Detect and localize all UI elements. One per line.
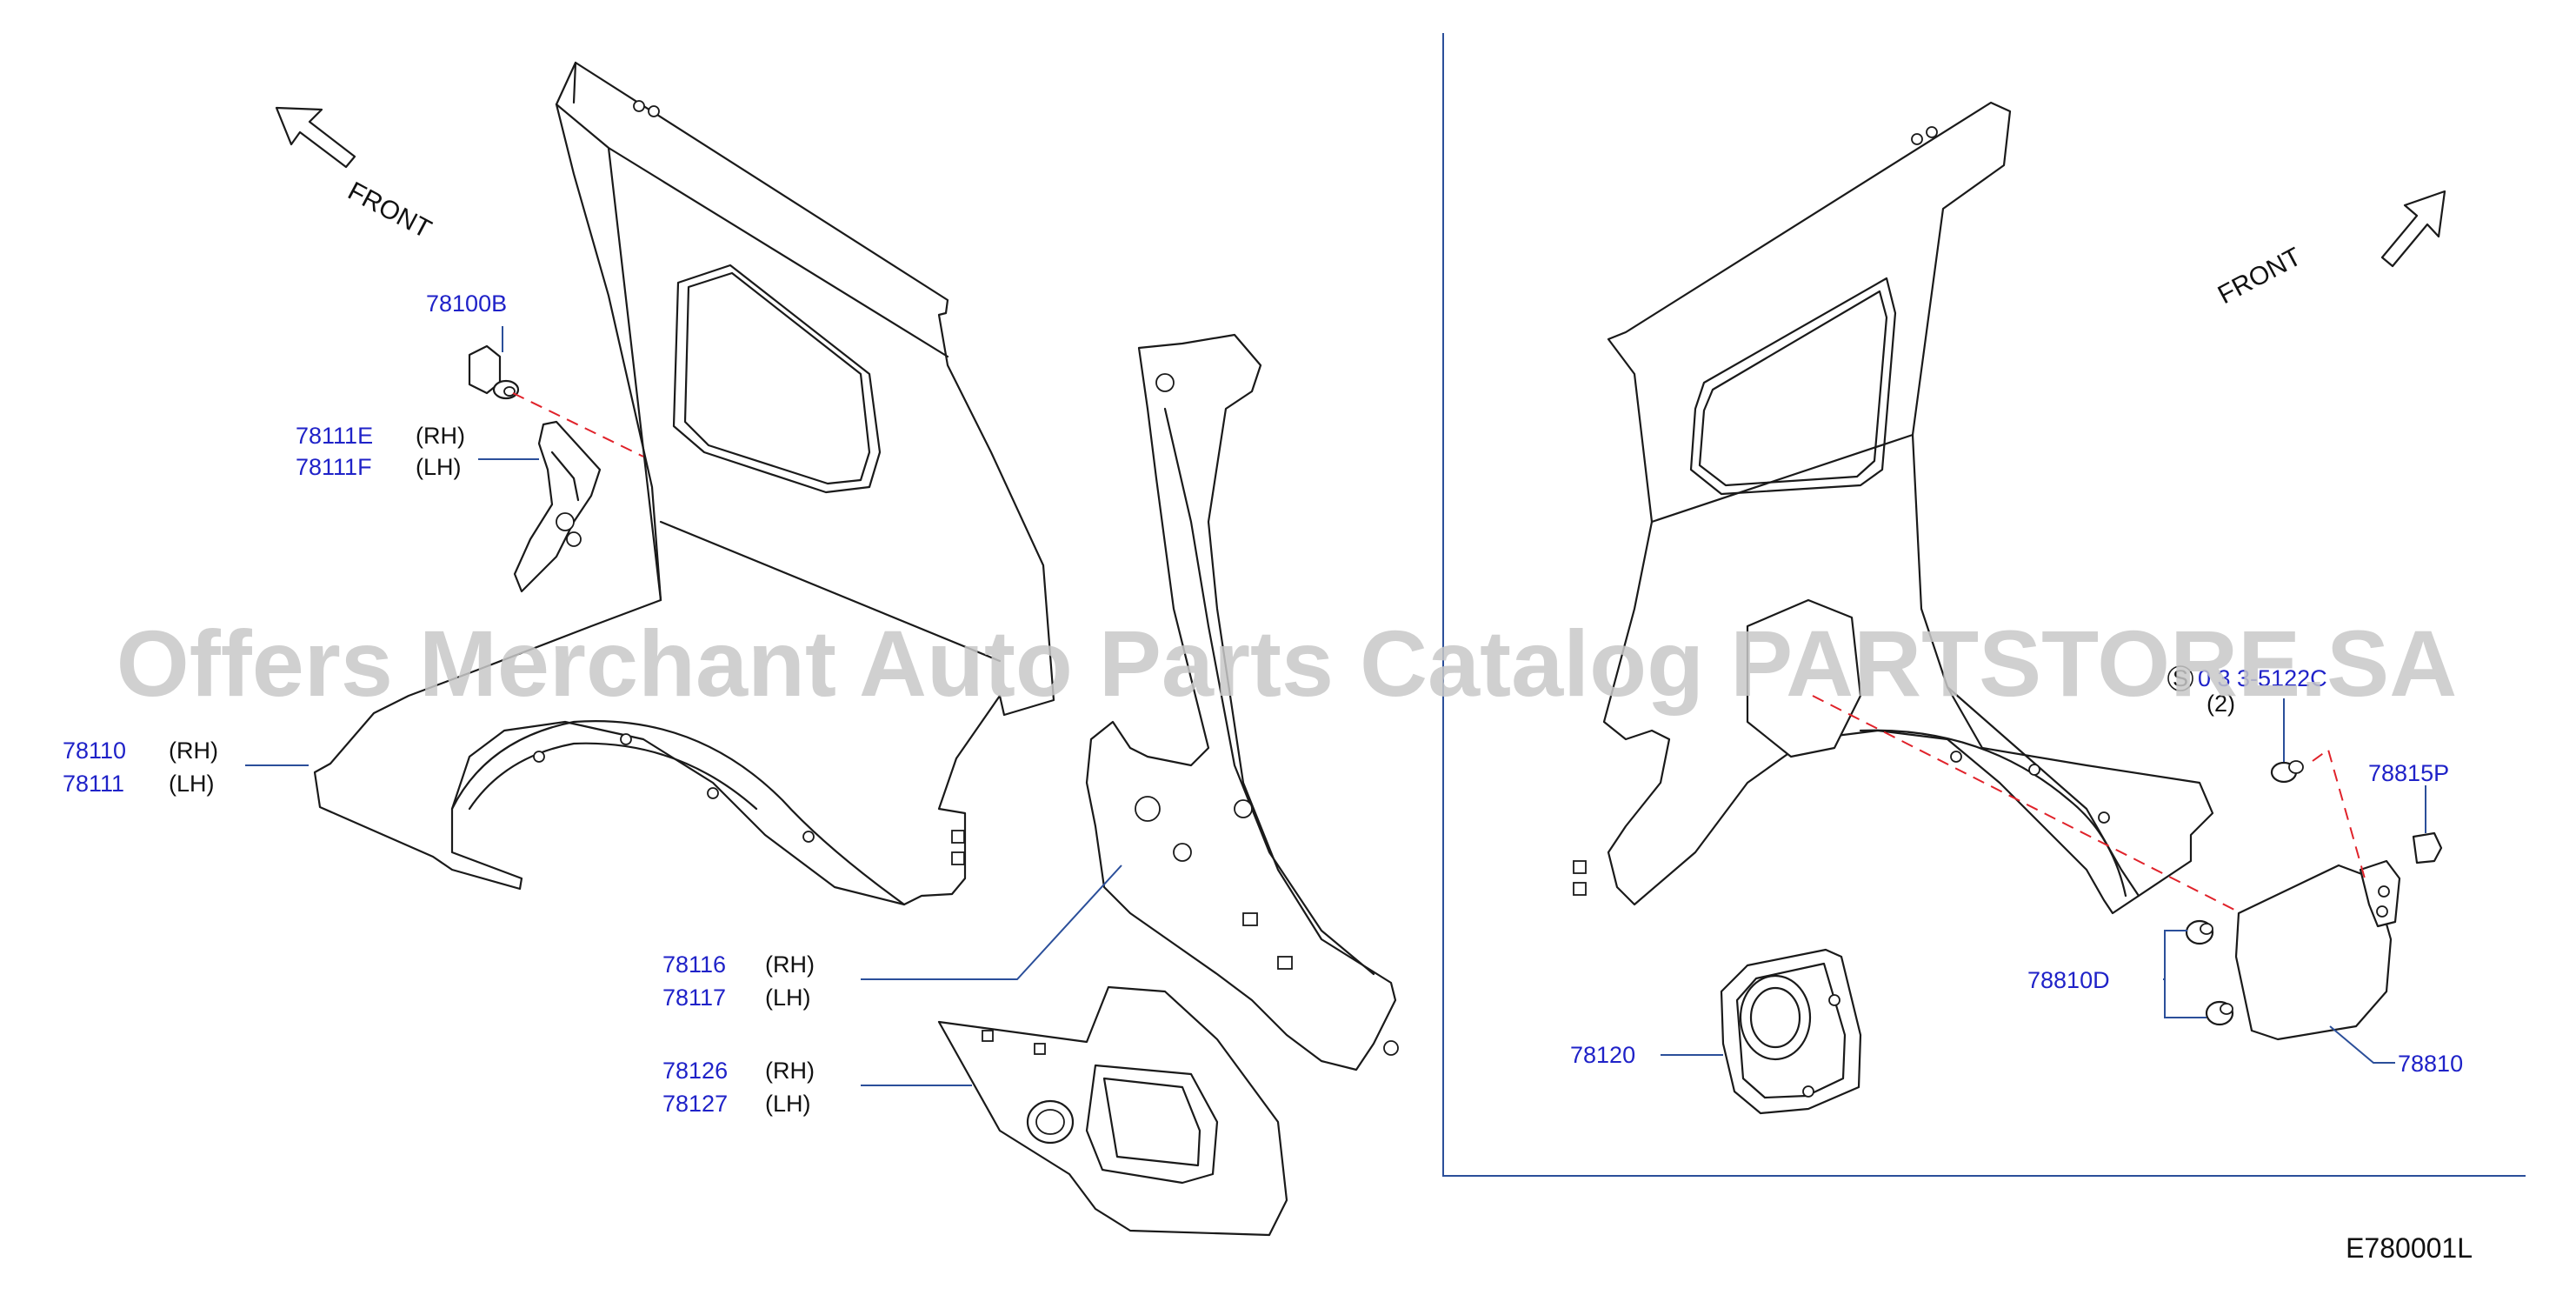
- front-label-right: FRONT: [2213, 243, 2306, 310]
- callout-78117-side: (LH): [765, 985, 811, 1011]
- callout-78127-side: (LH): [765, 1091, 811, 1117]
- bracket-78111E: [513, 420, 602, 593]
- callout-78116-side: (RH): [765, 951, 815, 978]
- section-divider: [1442, 33, 2526, 1177]
- callout-78111E-side: (RH): [416, 423, 465, 449]
- grommet-78810D-a: [2185, 919, 2214, 945]
- callout-78126-side: (RH): [765, 1058, 815, 1084]
- callout-78111E[interactable]: 78111E: [296, 423, 373, 449]
- guide-line-right-screw: [2312, 748, 2366, 879]
- callout-78110-side: (RH): [169, 738, 218, 764]
- front-arrow-right-icon: [2380, 190, 2446, 268]
- callout-78127[interactable]: 78127: [662, 1091, 728, 1117]
- screw-quantity: (2): [2207, 691, 2235, 717]
- callout-78117[interactable]: 78117: [662, 985, 726, 1011]
- screw-part-number[interactable]: 0 3 3-5122C: [2198, 665, 2327, 691]
- leader-78810D: [2163, 930, 2207, 1018]
- diagram-code: E780001L: [2346, 1232, 2473, 1264]
- front-arrow-left-icon: [275, 106, 356, 169]
- callout-78120[interactable]: 78120: [1570, 1042, 1635, 1068]
- leader-78810: [2329, 1025, 2395, 1064]
- rear-quarter-panel-left: [313, 61, 1055, 906]
- screw-icon: [2270, 760, 2304, 784]
- guide-line-left: [512, 392, 644, 457]
- grommet-78810D-b: [2205, 1000, 2234, 1026]
- front-label-left: FRONT: [343, 177, 436, 244]
- callout-78100B[interactable]: 78100B: [426, 290, 507, 317]
- callout-78810[interactable]: 78810: [2398, 1051, 2463, 1077]
- watermark: Offers Merchant Auto Parts Catalog PARTS…: [116, 611, 2457, 716]
- callout-78111F[interactable]: 78111F: [296, 454, 372, 480]
- lower-panel-78126: [937, 985, 1288, 1237]
- leader-78116: [861, 864, 1122, 980]
- callout-78111[interactable]: 78111: [63, 771, 124, 797]
- screw-circle-icon: [2167, 665, 2193, 691]
- filler-pocket-78120: [1720, 948, 1862, 1115]
- callout-78111F-side: (LH): [416, 454, 462, 480]
- callout-78810D[interactable]: 78810D: [2027, 967, 2110, 993]
- screw-prefix: S: [2173, 665, 2188, 691]
- inner-pillar-78116: [1085, 333, 1399, 1071]
- callout-78126[interactable]: 78126: [662, 1058, 728, 1084]
- clip-78815P: [2412, 831, 2443, 864]
- callout-screw[interactable]: S 0 3 3-5122C (2): [2167, 665, 2327, 717]
- rear-quarter-panel-right: [1573, 101, 2214, 915]
- fuel-lid-78810: [2234, 859, 2401, 1041]
- callout-78116[interactable]: 78116: [662, 951, 726, 978]
- clip-78100B: [468, 344, 520, 400]
- callout-78110[interactable]: 78110: [63, 738, 126, 764]
- callout-78815P[interactable]: 78815P: [2368, 760, 2449, 786]
- callout-78111-side: (LH): [169, 771, 215, 797]
